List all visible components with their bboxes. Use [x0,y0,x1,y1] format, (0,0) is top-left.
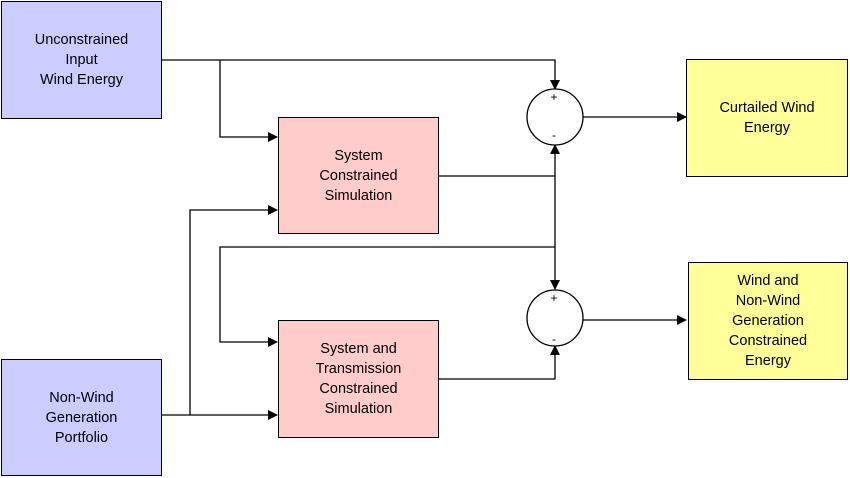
nonwind-to-system-sim-arrow [189,205,278,415]
unconstrained-wind-energy-label: Unconstrained Input Wind Energy [34,32,129,88]
constrained-energy-box: Wind and Non-Wind Generation Constrained… [688,262,848,380]
curtailed-wind-energy-box: Curtailed Wind Energy [686,59,848,177]
wind-to-system-sim-arrow [219,60,278,142]
unconstrained-wind-energy-box: Unconstrained Input Wind Energy [1,1,162,119]
transmission-constrained-simulation-label: System and Transmission Constrained Simu… [315,341,402,417]
non-wind-portfolio-box: Non-Wind Generation Portfolio [1,359,162,476]
wind-to-top-junction-arrow [161,59,560,90]
top-junction-plus-sign: + [550,90,558,104]
non-wind-portfolio-label: Non-Wind Generation Portfolio [45,389,118,446]
system-constrained-simulation-label: System Constrained Simulation [319,147,398,204]
transmission-sim-to-bottom-junction-arrow [438,345,560,380]
system-sim-to-top-junction-arrow [438,144,560,177]
bottom-summing-junction [526,289,584,347]
system-constrained-simulation-box: System Constrained Simulation [278,117,439,234]
transmission-constrained-simulation-box: System and Transmission Constrained Simu… [278,320,439,438]
top-summing-junction [526,88,584,146]
constrained-energy-label: Wind and Non-Wind Generation Constrained… [728,273,808,369]
curtailed-wind-energy-label: Curtailed Wind Energy [719,100,815,136]
top-junction-minus-sign: - [552,128,556,142]
bottom-junction-minus-sign: - [552,332,556,346]
bottom-junction-plus-sign: + [550,291,558,305]
loop-to-transmission-sim-arrow [219,246,555,347]
